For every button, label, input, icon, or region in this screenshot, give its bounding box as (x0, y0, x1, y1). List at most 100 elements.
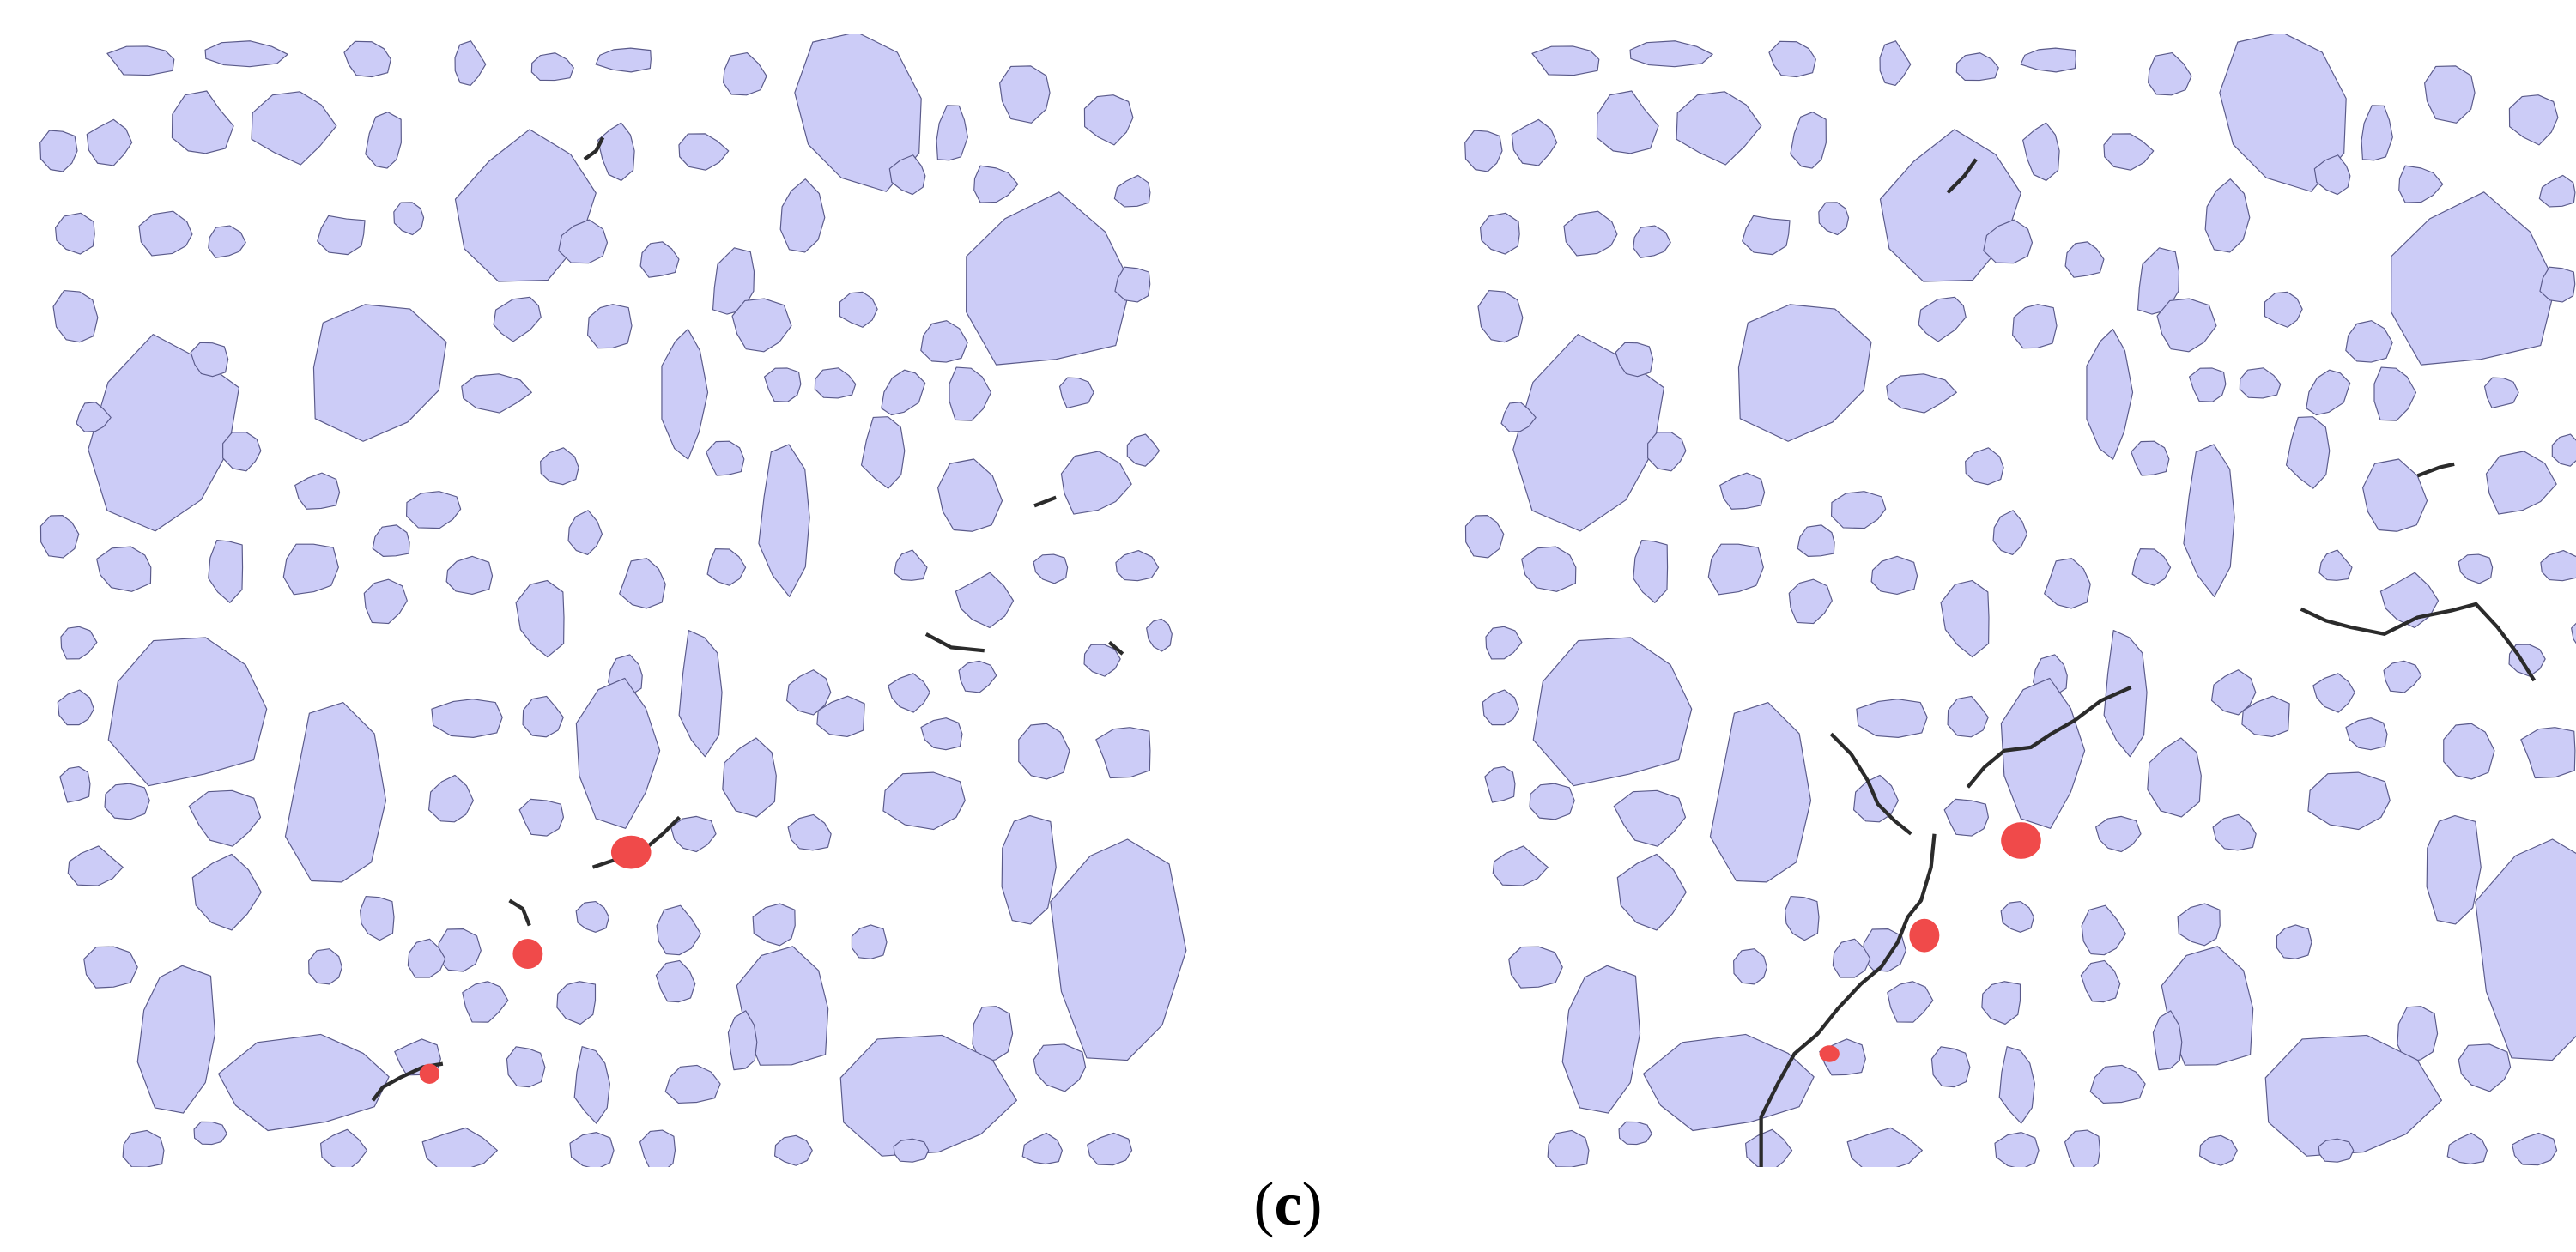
aggregate-particle (1992, 510, 2028, 556)
aggregate-particle (2397, 1006, 2439, 1064)
damage-zone (1819, 1045, 1840, 1062)
aggregate-particle (736, 946, 829, 1066)
aggregate-particle (2485, 451, 2557, 515)
aggregate-particle (1981, 981, 2021, 1025)
aggregate-particle (888, 673, 930, 713)
aggregate-particle (445, 555, 494, 596)
aggregate-particle (851, 924, 888, 959)
aggregate-particle (712, 247, 755, 315)
aggregate-particle (1633, 539, 1669, 603)
aggregate-particle (1998, 1046, 2035, 1124)
aggregate-particle (2306, 369, 2351, 416)
aggregate-particle (60, 626, 98, 660)
aggregate-particle (2086, 329, 2134, 460)
aggregate-particle (2276, 924, 2312, 959)
aggregate-particle (1479, 212, 1520, 255)
aggregate-particle (678, 629, 723, 758)
aggregate-particle (1547, 1129, 1590, 1167)
aggregate-particle (1521, 546, 1577, 592)
left-panel (26, 34, 1193, 1167)
aggregate-particle (655, 959, 696, 1003)
aggregate-particle (2000, 900, 2034, 933)
aggregate-particle (1629, 40, 1713, 68)
aggregate-particle (920, 717, 963, 751)
damage-zone (512, 939, 543, 969)
aggregate-particle (1947, 695, 1989, 738)
aggregate-particle (1943, 798, 1990, 837)
aggregate-particle (2022, 122, 2060, 182)
aggregate-particle (2080, 959, 2121, 1003)
aggregate-particle (2538, 174, 2576, 208)
aggregate-particle (1788, 578, 1833, 625)
aggregate-particles (1464, 34, 2576, 1167)
aggregate-particle (1797, 524, 1835, 557)
aggregate-particle (107, 637, 268, 787)
aggregate-particle (222, 432, 262, 472)
aggregate-particle (204, 40, 288, 68)
aggregate-particle (39, 130, 78, 172)
aggregate-particle (1733, 948, 1768, 985)
aggregate-particle (2285, 416, 2331, 489)
aggregate-particle (2520, 727, 2576, 779)
aggregate-particle (881, 369, 926, 416)
aggregate-particle (284, 702, 387, 883)
aggregate-particle (1832, 938, 1871, 978)
aggregate-particle (218, 1033, 390, 1132)
right-mesoscale-diagram (1464, 34, 2576, 1167)
aggregate-particle (639, 241, 680, 278)
caption-open-paren: ( (1253, 1170, 1275, 1238)
aggregate-particle (407, 938, 446, 978)
crack-path (1829, 732, 1912, 836)
aggregate-particle (999, 65, 1051, 124)
aggregate-particle (882, 771, 966, 831)
aggregate-particle (1083, 94, 1134, 146)
aggregate-particle (282, 543, 339, 596)
aggregate-particle (586, 304, 633, 349)
aggregate-particle (2475, 838, 2576, 1061)
aggregate-particle (678, 133, 730, 171)
aggregate-particle (936, 105, 968, 161)
damage-zones (1819, 822, 2041, 1062)
aggregate-particle (1146, 618, 1173, 652)
aggregate-particle (2361, 105, 2393, 161)
aggregate-particle (1994, 1132, 2040, 1167)
aggregate-particle (1965, 447, 2004, 486)
aggregate-particle (2312, 673, 2355, 713)
aggregate-particle (2183, 444, 2235, 597)
damage-zone (2001, 822, 2041, 859)
aggregate-particle (556, 981, 597, 1025)
aggregate-particle (1018, 723, 1070, 780)
aggregate-particle (2458, 553, 2494, 584)
aggregate-particle (2148, 51, 2192, 96)
aggregate-particle (106, 45, 175, 76)
aggregate-particle (1707, 543, 1764, 596)
aggregate-particle (1095, 727, 1151, 779)
aggregate-particle (1508, 946, 1563, 989)
aggregate-particle (1846, 1127, 1923, 1167)
aggregate-particle (363, 578, 408, 625)
aggregate-particle (76, 402, 112, 432)
aggregate-particle (1464, 515, 1505, 559)
aggregate-particle (312, 304, 447, 442)
aggregate-particle (2307, 771, 2391, 831)
aggregate-particle (2483, 377, 2519, 408)
aggregate-particle (1856, 699, 1928, 738)
aggregate-particle (1485, 626, 1523, 660)
aggregate-particle (208, 225, 246, 258)
aggregate-particle (2362, 458, 2428, 532)
aggregate-particle (2161, 946, 2254, 1066)
aggregate-particle (706, 440, 745, 476)
aggregate-particle (752, 903, 796, 947)
aggregate-particle (814, 367, 857, 399)
aggregate-particle (190, 342, 229, 378)
aggregate-particle (2152, 1010, 2183, 1071)
aggregate-particle (2379, 572, 2440, 629)
aggregate-particle (2064, 241, 2105, 278)
aggregate-particle (2318, 549, 2353, 581)
aggregate-particle (763, 367, 802, 402)
aggregate-particle (573, 1046, 610, 1124)
aggregate-particle (365, 112, 402, 169)
aggregate-particle (343, 40, 391, 78)
aggregate-particle (2373, 366, 2417, 421)
aggregate-particle (122, 1129, 165, 1167)
